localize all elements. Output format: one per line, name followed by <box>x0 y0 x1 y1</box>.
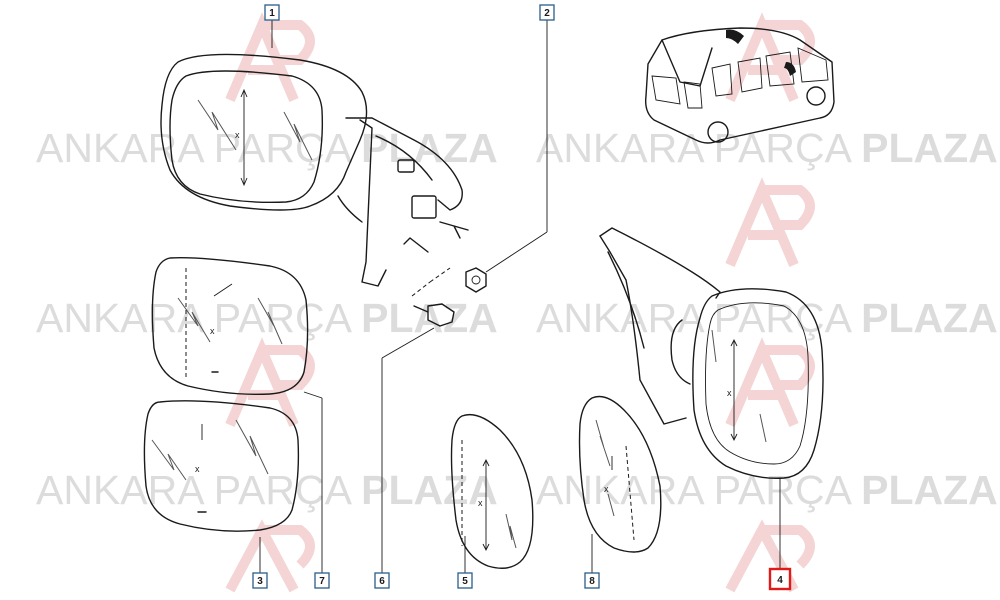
watermark-text: ANKARA PARÇA PLAZA <box>36 467 498 513</box>
mirror-glass[interactable]: x <box>143 400 300 532</box>
svg-text:x: x <box>210 326 215 336</box>
callout-4[interactable]: 4 <box>768 567 792 591</box>
svg-text:4: 4 <box>777 575 783 586</box>
callout-7[interactable]: 7 <box>314 572 330 589</box>
watermark-layer: ANKARA PARÇA PLAZA ANKARA PARÇA PLAZA AN… <box>36 12 998 593</box>
svg-text:x: x <box>727 388 732 398</box>
svg-text:x: x <box>235 130 240 140</box>
callout-5[interactable]: 5 <box>457 572 473 589</box>
watermark-text: ANKARA PARÇA PLAZA <box>536 467 998 513</box>
callout-3[interactable]: 3 <box>252 572 268 589</box>
callout-2[interactable]: 2 <box>539 4 555 21</box>
svg-text:8: 8 <box>589 576 595 587</box>
watermark-text: ANKARA PARÇA PLAZA <box>36 295 498 341</box>
mirror-glass-holder-alt[interactable]: x <box>578 395 662 553</box>
leader-lines <box>259 20 781 573</box>
mirror-glass-with-frame[interactable]: x <box>151 256 309 396</box>
svg-text:1: 1 <box>269 8 275 19</box>
svg-text:6: 6 <box>379 576 385 587</box>
watermark-text: ANKARA PARÇA PLAZA <box>536 125 998 171</box>
mirror-housing[interactable]: x <box>599 227 824 479</box>
mirror-glass-alt[interactable]: x <box>450 413 534 569</box>
svg-text:x: x <box>478 498 483 508</box>
callout-8[interactable]: 8 <box>584 572 600 589</box>
svg-text:7: 7 <box>319 576 325 587</box>
watermark-text: ANKARA PARÇA PLAZA <box>36 125 498 171</box>
svg-text:2: 2 <box>544 8 550 19</box>
svg-text:x: x <box>604 484 609 494</box>
callout-6[interactable]: 6 <box>374 572 390 589</box>
svg-text:3: 3 <box>257 576 263 587</box>
svg-text:5: 5 <box>462 576 468 587</box>
svg-text:x: x <box>195 464 200 474</box>
mirror-assembly[interactable]: x <box>160 53 487 327</box>
watermark-text: ANKARA PARÇA PLAZA <box>536 295 998 341</box>
callout-1[interactable]: 1 <box>264 4 280 21</box>
vehicle-thumbnail <box>644 27 835 144</box>
